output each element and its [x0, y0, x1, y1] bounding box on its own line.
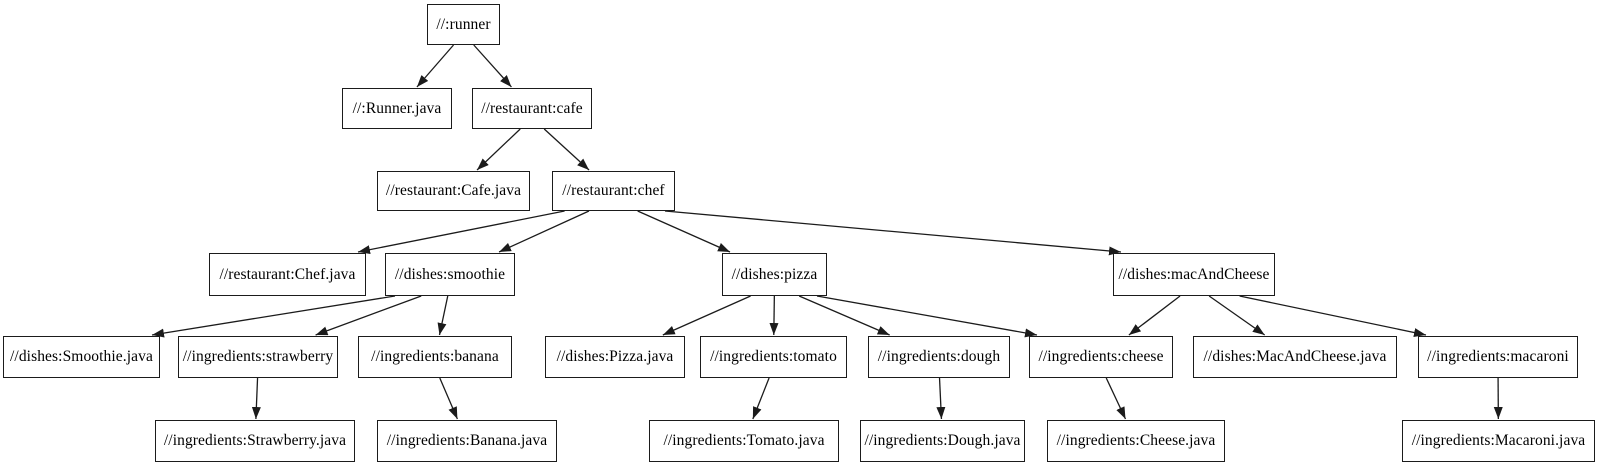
node-strawberry: //ingredients:strawberry [178, 336, 338, 378]
node-label: //restaurant:cafe [481, 99, 583, 117]
node-label: //dishes:pizza [731, 265, 818, 283]
node-label: //dishes:MacAndCheese.java [1203, 348, 1387, 365]
node-chef-java: //restaurant:Chef.java [209, 253, 366, 296]
node-macaroni: //ingredients:macaroni [1418, 336, 1578, 378]
node-label: //ingredients:strawberry [182, 348, 334, 365]
node-label: //dishes:Smoothie.java [10, 348, 153, 365]
node-label: //dishes:smoothie [394, 265, 506, 283]
node-dough-java: //ingredients:Dough.java [860, 420, 1025, 462]
node-label: //:Runner.java [352, 99, 442, 117]
node-tomato-java: //ingredients:Tomato.java [649, 420, 839, 462]
node-label: //ingredients:Cheese.java [1056, 432, 1216, 449]
node-label: //ingredients:dough [877, 348, 1001, 365]
node-label: //restaurant:Cafe.java [385, 182, 522, 199]
node-label: //ingredients:Dough.java [864, 432, 1021, 449]
node-macaroni-java: //ingredients:Macaroni.java [1402, 420, 1595, 462]
node-label: //dishes:macAndCheese [1118, 265, 1270, 283]
node-label: //ingredients:Banana.java [386, 432, 548, 449]
node-banana: //ingredients:banana [358, 336, 512, 378]
node-dough: //ingredients:dough [868, 336, 1010, 378]
node-label: //restaurant:Chef.java [219, 265, 356, 283]
node-runner-java: //:Runner.java [342, 88, 452, 129]
node-chef: //restaurant:chef [552, 171, 675, 211]
node-label: //ingredients:tomato [710, 348, 837, 365]
node-strawberry-java: //ingredients:Strawberry.java [155, 420, 355, 462]
node-label: //:runner [436, 15, 491, 33]
node-mac-and-cheese-java: //dishes:MacAndCheese.java [1193, 336, 1397, 378]
node-tomato: //ingredients:tomato [700, 336, 847, 378]
node-cheese: //ingredients:cheese [1029, 336, 1173, 378]
node-label: //ingredients:Tomato.java [663, 432, 825, 449]
node-label: //ingredients:Strawberry.java [163, 432, 347, 449]
node-pizza: //dishes:pizza [722, 253, 827, 296]
node-cafe: //restaurant:cafe [472, 88, 592, 129]
node-label: //ingredients:macaroni [1427, 348, 1569, 365]
node-runner: //:runner [427, 4, 500, 45]
node-label: //ingredients:banana [371, 348, 499, 365]
node-label: //ingredients:Macaroni.java [1411, 432, 1586, 449]
node-pizza-java: //dishes:Pizza.java [545, 336, 685, 378]
node-label: //dishes:Pizza.java [556, 348, 674, 365]
node-smoothie: //dishes:smoothie [385, 253, 515, 296]
node-smoothie-java: //dishes:Smoothie.java [3, 336, 160, 378]
node-label: //ingredients:cheese [1038, 348, 1164, 365]
node-cafe-java: //restaurant:Cafe.java [377, 171, 530, 211]
node-cheese-java: //ingredients:Cheese.java [1047, 420, 1225, 462]
node-banana-java: //ingredients:Banana.java [377, 420, 557, 462]
node-label: //restaurant:chef [562, 182, 665, 199]
node-mac-and-cheese: //dishes:macAndCheese [1113, 253, 1275, 296]
